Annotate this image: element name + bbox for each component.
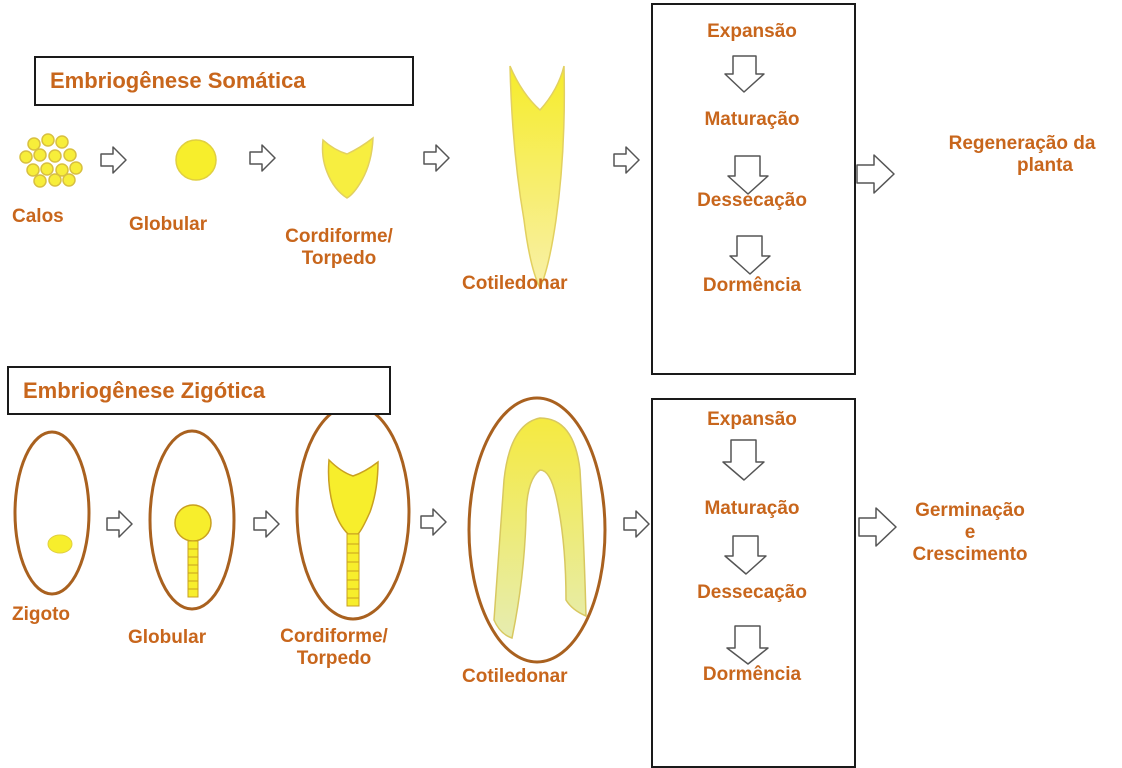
somatic-outcome-line2: planta <box>922 155 1122 177</box>
stage-label-zygote: Zigoto <box>12 604 70 626</box>
arrow-right-icon <box>614 147 639 173</box>
heart-somatic-embryo <box>323 138 374 198</box>
somatic-outcome-line1: Regeneração da <box>922 133 1122 155</box>
cotyledonary-somatic-embryo <box>510 66 564 288</box>
stage-label-cotyledonary: Cotiledonar <box>462 666 568 688</box>
somatic-outcome: Regeneração da planta <box>922 133 1122 177</box>
phase-expansion: Expansão <box>652 409 852 431</box>
stage-label-heart-line2: Torpedo <box>276 248 402 270</box>
arrow-right-icon <box>250 145 275 171</box>
stage-label-cotyledonary: Cotiledonar <box>462 273 568 295</box>
zygotic-outcome-line3: Crescimento <box>880 544 1060 566</box>
stage-label-heart-line2: Torpedo <box>270 648 398 670</box>
stage-label-heart-line1: Cordiforme/ <box>276 226 402 248</box>
zygote-ovule <box>15 432 89 594</box>
globular-zygotic-embryo <box>175 505 211 541</box>
somatic-title-box: Embriogênese Somática <box>34 56 414 106</box>
phase-desiccation: Dessecação <box>652 190 852 212</box>
phase-desiccation: Dessecação <box>652 582 852 604</box>
globular-somatic-embryo <box>176 140 216 180</box>
suspensor <box>347 534 359 606</box>
stage-label-globular: Globular <box>129 214 207 236</box>
phase-dormancy: Dormência <box>652 664 852 686</box>
arrow-right-icon <box>101 147 126 173</box>
stage-label-globular: Globular <box>128 627 206 649</box>
arrow-right-icon <box>624 511 649 537</box>
arrow-right-icon <box>424 145 449 171</box>
phase-dormancy: Dormência <box>652 275 852 297</box>
somatic-title: Embriogênese Somática <box>50 68 306 94</box>
zygotic-outcome: Germinação e Crescimento <box>880 500 1060 566</box>
zygotic-title: Embriogênese Zigótica <box>23 378 265 404</box>
phase-expansion: Expansão <box>652 21 852 43</box>
phase-maturation: Maturação <box>652 498 852 520</box>
zygote-cell <box>48 535 72 553</box>
arrow-right-icon <box>107 511 132 537</box>
stage-label-heart: Cordiforme/ Torpedo <box>276 226 402 270</box>
callus-cluster <box>20 134 82 187</box>
arrow-right-icon <box>421 509 446 535</box>
zygotic-outcome-line2: e <box>880 522 1060 544</box>
arrow-right-icon <box>857 155 894 193</box>
stage-label-heart-line1: Cordiforme/ <box>270 626 398 648</box>
zygotic-title-box: Embriogênese Zigótica <box>7 366 391 415</box>
phase-maturation: Maturação <box>652 109 852 131</box>
arrow-right-icon <box>254 511 279 537</box>
stage-label-callus: Calos <box>12 206 64 228</box>
zygotic-outcome-line1: Germinação <box>880 500 1060 522</box>
somatic-phases-box <box>651 3 856 375</box>
stage-label-heart: Cordiforme/ Torpedo <box>270 626 398 670</box>
